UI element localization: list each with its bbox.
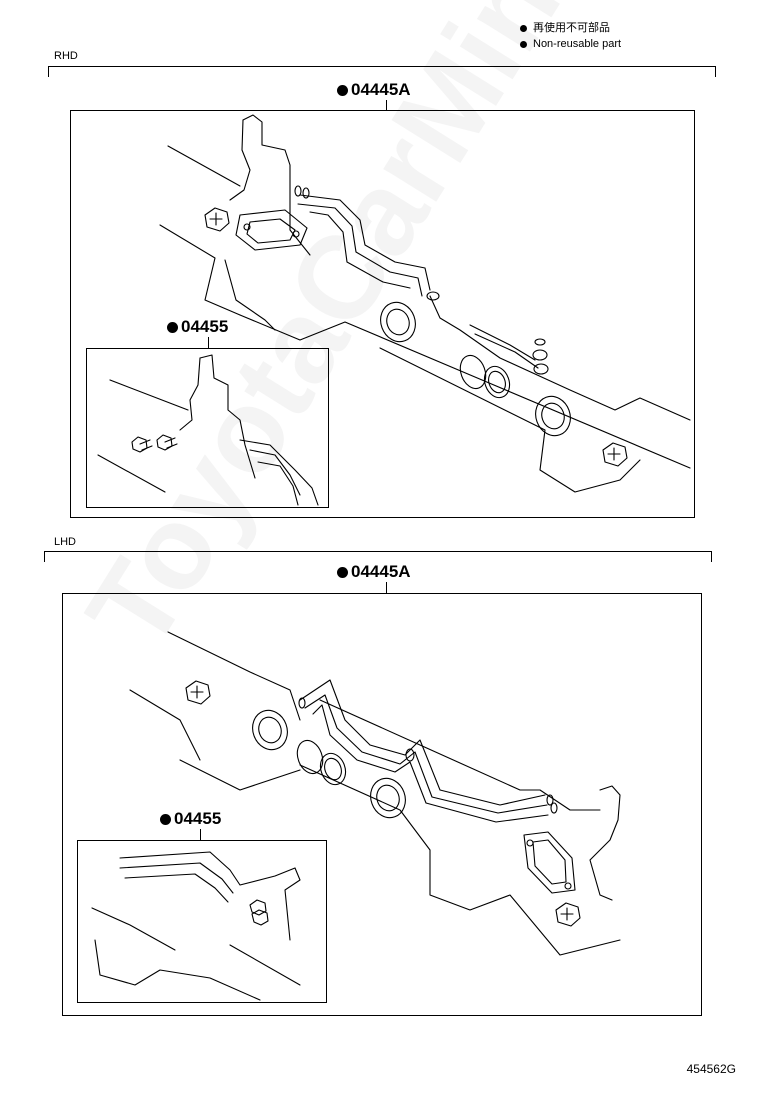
sub-callout-rhd-text: 04455	[181, 317, 229, 336]
section-bracket-lhd	[44, 551, 712, 562]
rhd-end-bolts	[204, 207, 628, 467]
lhd-pipes	[298, 679, 558, 823]
legend-text-en: Non-reusable part	[533, 38, 622, 50]
sub-callout-rhd: 04455	[167, 317, 228, 337]
non-reusable-dot-icon	[520, 24, 527, 32]
kit-callout-lhd: 04445A	[337, 562, 411, 582]
section-label-rhd: RHD	[54, 50, 78, 62]
non-reusable-dot-icon	[167, 321, 178, 333]
section-bracket-rhd	[48, 66, 716, 77]
sub-callout-lhd: 04455	[160, 809, 221, 829]
sub-callout-lhd-text: 04455	[174, 809, 222, 828]
diagram-frame-rhd	[70, 110, 695, 518]
rhd-inset-art	[97, 354, 319, 506]
sub-diagram-frame-rhd	[86, 348, 329, 508]
leader-line	[200, 829, 201, 840]
non-reusable-dot-icon	[337, 84, 348, 96]
kit-callout-rhd: 04445A	[337, 80, 411, 100]
sub-diagram-frame-lhd	[77, 840, 327, 1003]
kit-callout-rhd-text: 04445A	[351, 80, 411, 99]
rhd-gasket	[235, 209, 308, 251]
non-reusable-dot-icon	[337, 566, 348, 578]
lhd-inset-art	[91, 851, 301, 1001]
non-reusable-dot-icon	[520, 40, 527, 48]
lhd-rack-housing	[129, 631, 621, 956]
diagram-frame-lhd	[62, 593, 702, 1016]
lhd-end-bolts	[185, 680, 581, 927]
leader-line	[386, 100, 387, 110]
leader-line	[208, 337, 209, 348]
lhd-seals	[252, 709, 406, 819]
rhd-rack-housing	[159, 114, 691, 493]
legend: 再使用不可部品 Non-reusable part	[520, 20, 621, 52]
legend-row-en: Non-reusable part	[520, 36, 621, 52]
rhd-pipes	[294, 185, 549, 375]
legend-row-ja: 再使用不可部品	[520, 20, 621, 36]
lhd-gasket	[523, 831, 576, 894]
non-reusable-dot-icon	[160, 813, 171, 825]
legend-text-ja: 再使用不可部品	[533, 22, 610, 34]
kit-callout-lhd-text: 04445A	[351, 562, 411, 581]
section-label-lhd: LHD	[54, 536, 77, 548]
rhd-seals	[380, 301, 571, 437]
leader-line	[386, 582, 387, 593]
figure-id: 454562G	[686, 1062, 736, 1076]
